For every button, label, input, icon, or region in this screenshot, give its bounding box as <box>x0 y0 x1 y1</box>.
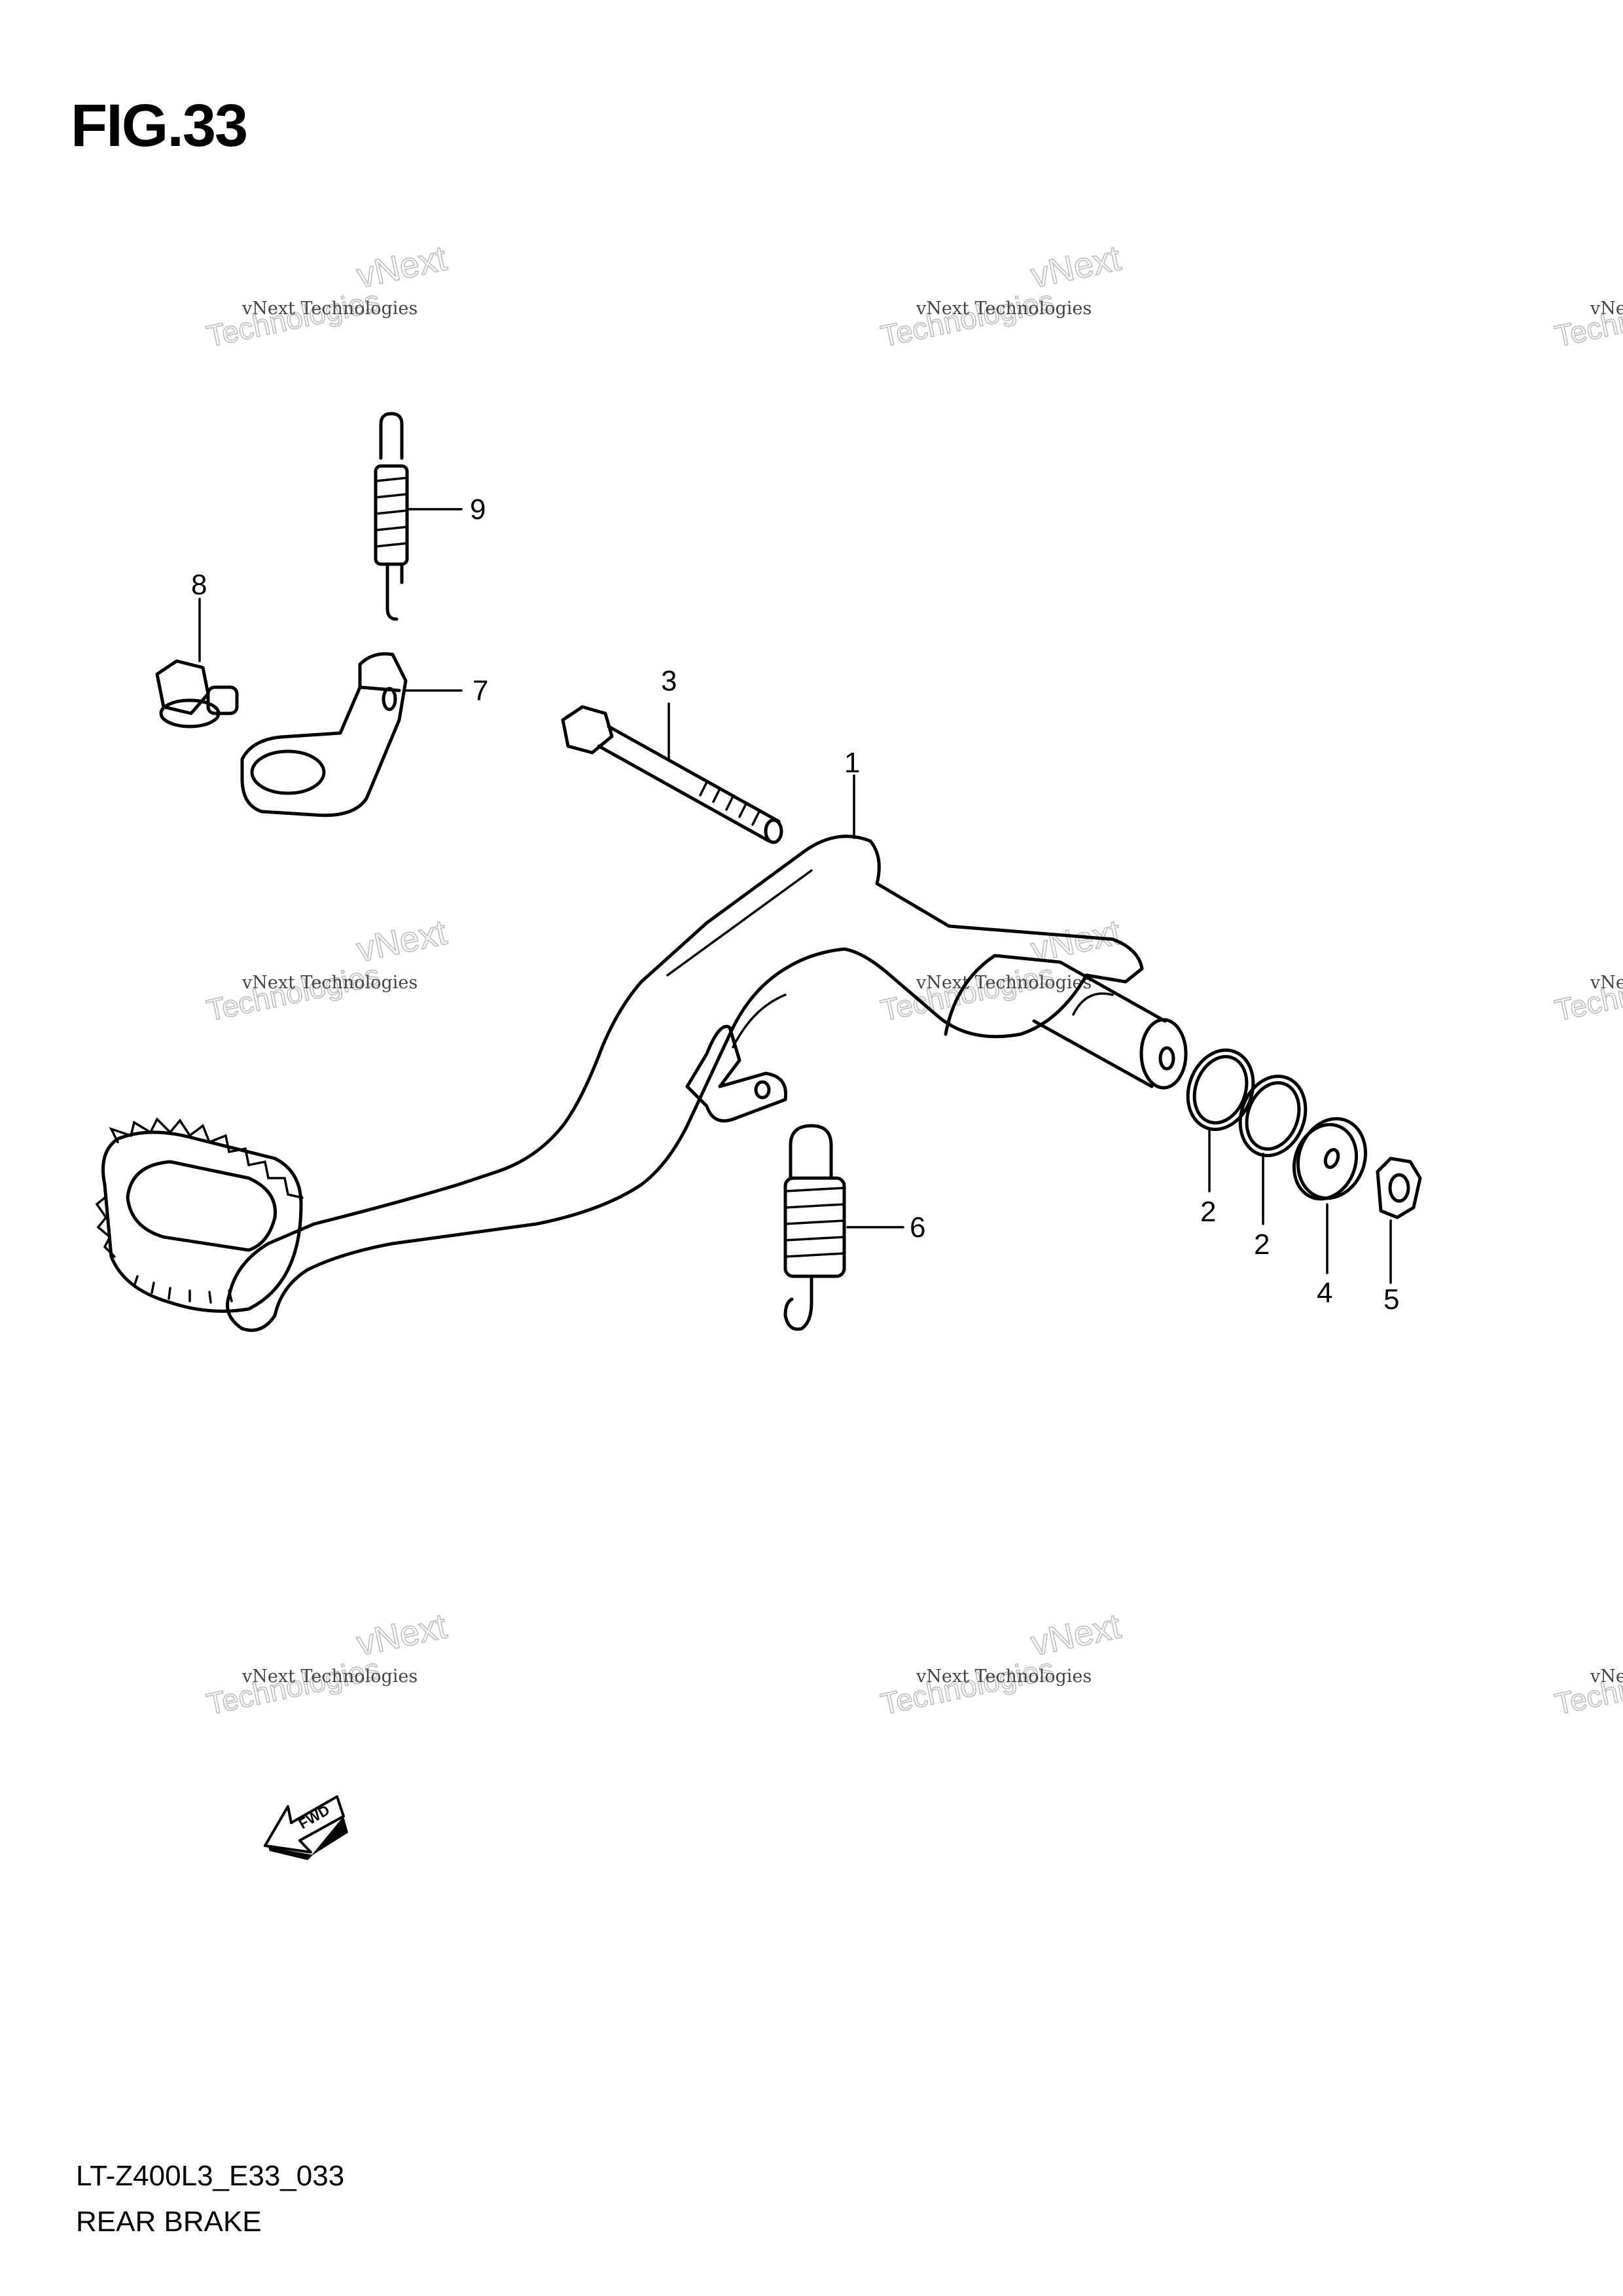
fwd-arrow-icon: FWD <box>264 1795 348 1860</box>
callout-3: 3 <box>661 665 677 697</box>
svg-text:vNext Technologies: vNext Technologies <box>1590 1666 1623 1687</box>
part-4-washer <box>1292 1117 1368 1201</box>
callout-7: 7 <box>473 675 488 707</box>
callout-5: 5 <box>1383 1283 1399 1316</box>
callout-8: 8 <box>191 569 207 601</box>
svg-text:vNext Technologies: vNext Technologies <box>916 973 1092 993</box>
part-3-bolt <box>561 705 783 844</box>
part-8-bolt <box>155 659 239 728</box>
callout-labels: 1 2 2 3 4 5 6 7 8 9 <box>191 493 1399 1316</box>
callout-2b: 2 <box>1254 1229 1270 1261</box>
svg-text:vNext Technologies: vNext Technologies <box>241 1666 418 1687</box>
part-5-nut <box>1376 1157 1422 1219</box>
svg-text:vNext Technologies: vNext Technologies <box>241 973 418 993</box>
callout-4: 4 <box>1317 1277 1332 1309</box>
svg-text:vNext Technologies: vNext Technologies <box>916 1666 1092 1687</box>
part-2-o-ring-a <box>1186 1048 1255 1132</box>
svg-text:vNext Technologies: vNext Technologies <box>1590 973 1623 993</box>
callout-1: 1 <box>844 747 860 779</box>
watermark-grid: vNext Technologies vNext Technologies vN… <box>203 238 1623 1722</box>
part-9-spring <box>374 412 409 621</box>
svg-text:vNext Technologies: vNext Technologies <box>1590 298 1623 319</box>
section-name: REAR BRAKE <box>76 2206 262 2238</box>
callout-6: 6 <box>910 1211 925 1244</box>
part-2-o-ring-b <box>1238 1074 1308 1158</box>
part-1-brake-pedal <box>95 834 1188 1332</box>
part-6-spring <box>783 1124 846 1331</box>
figure-title: FIG.33 <box>71 92 248 159</box>
svg-text:vNext Technologies: vNext Technologies <box>241 298 418 319</box>
callout-2a: 2 <box>1200 1196 1216 1228</box>
svg-text:vNext Technologies: vNext Technologies <box>916 298 1092 319</box>
model-code: LT-Z400L3_E33_033 <box>76 2160 345 2192</box>
callout-leaders <box>198 508 1392 1284</box>
part-7-bracket <box>240 652 408 817</box>
callout-9: 9 <box>470 493 486 526</box>
